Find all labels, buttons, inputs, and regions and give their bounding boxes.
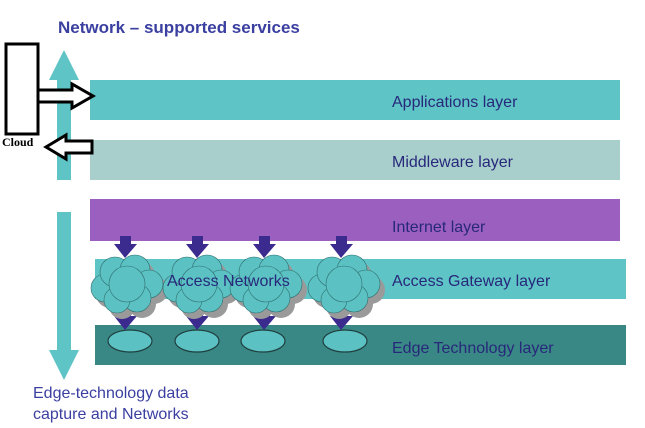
bottom-caption: Edge-technology data capture and Network… [33,385,193,423]
side-arrow-down [49,212,79,380]
access-gateway-layer-label: Access Gateway layer [392,273,551,290]
cloud-box [4,42,40,136]
edge-device-1 [107,329,153,353]
arrow-left-icon [43,132,94,162]
edge-device-3 [240,329,286,353]
internet-layer-band [90,199,620,241]
bottom-caption-line-1: Edge-technology data [33,385,189,402]
edge-technology-layer-label: Edge Technology layer [392,340,554,357]
applications-layer-label: Applications layer [392,94,518,111]
connector-arrows [114,236,353,330]
applications-layer-band [90,80,620,120]
internet-layer-label: Internet layer [392,219,486,236]
bottom-caption-line-2: capture and Networks [33,406,189,423]
side-arrow-up [49,50,79,180]
middleware-layer-label: Middleware layer [392,154,514,171]
access-networks-label: Access Networks [167,273,290,290]
edge-device-2 [174,329,220,353]
edge-device-4 [322,329,368,353]
middleware-layer-band [90,140,620,180]
top-title: Network – supported services [58,18,300,37]
cloud-label: Cloud [2,135,34,149]
edge-devices [107,329,368,353]
arrow-right-icon [36,81,97,111]
